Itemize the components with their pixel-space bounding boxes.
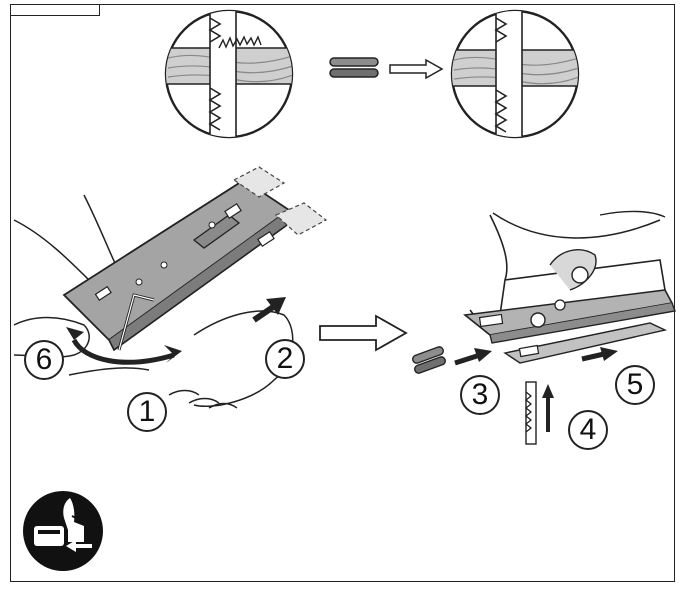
splinter-guard-insert-icon bbox=[412, 346, 492, 374]
splinter-guard-icon bbox=[329, 57, 379, 78]
frame-corner-tab bbox=[11, 5, 100, 16]
step-2-label: 2 bbox=[265, 339, 305, 379]
rough-cut-circle-icon bbox=[164, 9, 294, 139]
step-6-label: 6 bbox=[24, 340, 64, 380]
base-plate-removal-illustration bbox=[13, 166, 328, 409]
blade-insert-icon bbox=[524, 381, 554, 445]
step-1-label: 1 bbox=[127, 392, 167, 432]
step-4-label: 4 bbox=[568, 410, 608, 450]
transition-arrow-icon bbox=[389, 58, 444, 80]
clean-cut-circle-icon bbox=[450, 9, 580, 139]
slide-forward-arrow-icon bbox=[581, 347, 618, 362]
step-5-label: 5 bbox=[615, 365, 655, 405]
direction-arrow-icon bbox=[319, 314, 408, 352]
remove-battery-icon bbox=[23, 491, 103, 571]
jigsaw-body-illustration bbox=[463, 210, 676, 364]
step-3-label: 3 bbox=[460, 375, 500, 415]
